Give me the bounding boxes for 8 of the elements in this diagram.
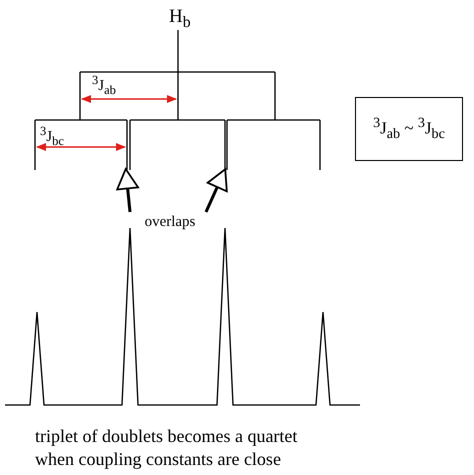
- coupling-label: $^{3}$J$_{bc}$: [40, 124, 64, 149]
- arrow: [204, 168, 228, 213]
- note-text: overlaps: [130, 210, 210, 234]
- caption: triplet of doublets becomes a quartet when coupling constants are close: [35, 425, 298, 471]
- nucleus-label: H$_{b}$: [169, 6, 191, 32]
- note-box: $^{3}$J$_{ab}$ ~ $^{3}$J$_{bc}$: [355, 97, 463, 161]
- coupling-label: $^{3}$J$_{ab}$: [92, 73, 116, 98]
- arrow: [116, 168, 139, 212]
